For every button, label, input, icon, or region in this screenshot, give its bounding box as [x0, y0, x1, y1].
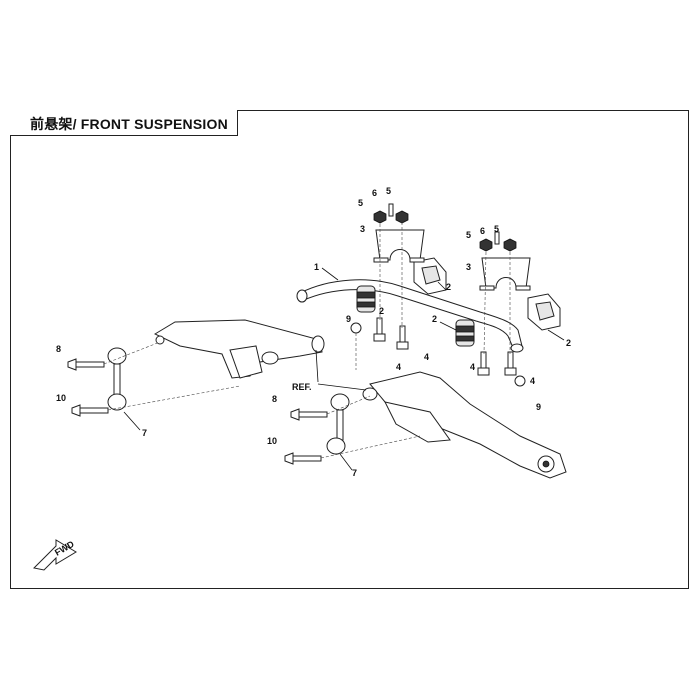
drawing-frame	[10, 110, 689, 589]
callout-4c: 4	[470, 362, 475, 372]
link-right	[326, 393, 350, 455]
callout-6a: 6	[372, 188, 377, 198]
callout-4b: 4	[424, 352, 429, 362]
callout-10a: 10	[56, 393, 66, 403]
bar-bushing-left	[356, 285, 376, 313]
link-bolts	[67, 358, 328, 465]
callout-4d: 4	[530, 376, 535, 386]
title-box	[10, 110, 238, 136]
washer-right	[514, 375, 526, 387]
washer-left	[350, 322, 362, 334]
callout-2b: 2	[432, 314, 437, 324]
callout-8b: 8	[272, 394, 277, 404]
callout-4a: 4	[396, 362, 401, 372]
callout-2a: 2	[446, 282, 451, 292]
control-arm-left	[153, 319, 325, 379]
callout-9b: 9	[536, 402, 541, 412]
nut-set-right	[479, 231, 517, 252]
bolt-set	[373, 317, 517, 376]
callout-5c: 5	[466, 230, 471, 240]
callout-9a: 9	[346, 314, 351, 324]
link-left	[107, 347, 127, 411]
clamp-right	[479, 257, 531, 291]
bar-bushing-right	[455, 319, 475, 347]
callout-5d: 5	[494, 224, 499, 234]
loose-bushing-lower	[527, 293, 561, 331]
fwd-arrow-icon: FWD	[32, 539, 77, 571]
callout-2c: 2	[566, 338, 571, 348]
page-title: 前悬架/ FRONT SUSPENSION	[30, 116, 228, 132]
leader-lines	[123, 267, 565, 471]
callout-10b: 10	[267, 436, 277, 446]
callout-7b: 7	[352, 468, 357, 478]
callout-1: 1	[314, 262, 319, 272]
loose-bushing-upper	[413, 257, 447, 295]
nut-set-left	[373, 203, 409, 224]
callout-labels: 1 2 2 2 2 3 3 4 4 4 4 5 5 5 5 6 6 7 7 8 …	[56, 186, 571, 478]
callout-5a: 5	[358, 198, 363, 208]
callout-5b: 5	[386, 186, 391, 196]
callout-ref: REF.	[292, 382, 312, 392]
callout-7a: 7	[142, 428, 147, 438]
callout-2d: 2	[379, 306, 384, 316]
clamp-left	[373, 229, 425, 263]
callout-3a: 3	[360, 224, 365, 234]
callout-8a: 8	[56, 344, 61, 354]
callout-3b: 3	[466, 262, 471, 272]
assembly-lines	[103, 222, 511, 459]
control-arm-right	[362, 371, 567, 479]
callout-6b: 6	[480, 226, 485, 236]
sway-bar	[296, 279, 524, 353]
